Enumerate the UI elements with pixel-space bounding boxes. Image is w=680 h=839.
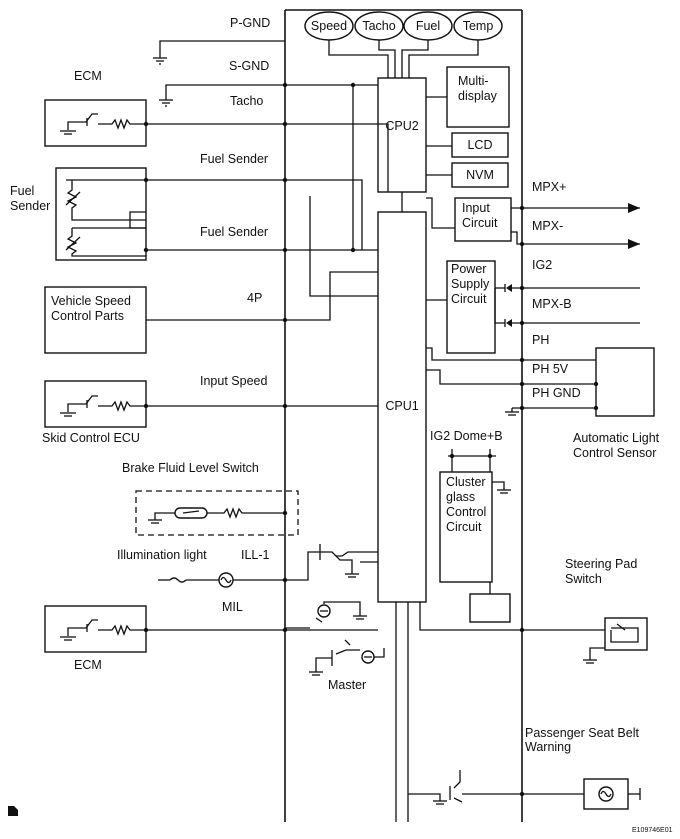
nvm-block: NVM <box>451 162 509 188</box>
ph-label: PH <box>532 333 549 347</box>
fuel-sender-box <box>55 167 147 261</box>
gauge-speed: Speed <box>304 11 354 41</box>
svg-text:Circuit: Circuit <box>462 216 498 230</box>
ig2-dome-feed <box>448 449 511 494</box>
signal-p-gnd: P-GND <box>230 16 270 30</box>
ecm-bottom-box <box>44 605 147 653</box>
illumination-label: Illumination light <box>117 548 207 562</box>
cpu2-block: CPU2 <box>377 77 427 193</box>
signal-fuel-sender-a: Fuel Sender <box>200 152 268 166</box>
signal-fuel-sender-b: Fuel Sender <box>200 225 268 239</box>
ph-lines <box>426 347 599 416</box>
mpx-b-feed <box>494 288 640 327</box>
ph-5v-label: PH 5V <box>532 362 569 376</box>
svg-text:Circuit: Circuit <box>451 292 487 306</box>
fuel-sender-label-2: Sender <box>10 199 50 213</box>
svg-text:CPU1: CPU1 <box>385 399 418 413</box>
svg-text:Temp: Temp <box>463 19 494 33</box>
gauge-leads <box>328 40 479 78</box>
lcd-block: LCD <box>451 132 509 158</box>
svg-text:Fuel: Fuel <box>416 19 440 33</box>
svg-text:Control Parts: Control Parts <box>51 309 124 323</box>
brake-fluid-label: Brake Fluid Level Switch <box>122 461 259 475</box>
svg-text:display: display <box>458 89 498 103</box>
svg-text:Input: Input <box>462 201 490 215</box>
ig2-dome-label: IG2 Dome+B <box>430 429 503 443</box>
cpu1-block: CPU1 <box>377 211 427 603</box>
mil-indicator <box>285 601 367 629</box>
cpu1-bottom-leads <box>395 602 522 822</box>
mpx-b-label: MPX-B <box>532 297 572 311</box>
svg-text:Power: Power <box>451 262 486 276</box>
cpu2-peripheral-links <box>426 96 452 176</box>
passenger-seat-belt-circuit <box>408 770 641 810</box>
ecm-top-label: ECM <box>74 69 102 83</box>
skid-control-label: Skid Control ECU <box>42 431 140 445</box>
signal-4p: 4P <box>247 291 262 305</box>
ig2-feed <box>495 284 640 292</box>
svg-text:Multi-: Multi- <box>458 74 489 88</box>
passenger-seat-belt-label-1: Passenger Seat Belt <box>525 726 639 740</box>
fuel-sender-line-a <box>146 179 363 250</box>
mpx-plus-label: MPX+ <box>532 180 566 194</box>
auto-light-label-1: Automatic Light <box>573 431 660 445</box>
svg-text:Supply: Supply <box>451 277 490 291</box>
s-gnd-line <box>159 82 378 107</box>
multi-display-block: Multi- display <box>446 66 510 128</box>
p-gnd-line <box>153 40 285 65</box>
svg-text:glass: glass <box>446 490 475 504</box>
gauge-tacho: Tacho <box>354 11 404 41</box>
signal-s-gnd: S-GND <box>229 59 269 73</box>
book-icon <box>8 806 18 816</box>
combination-meter-outline <box>284 9 523 822</box>
steering-pad-switch <box>519 617 648 664</box>
ig2-label: IG2 <box>532 258 552 272</box>
mpx-minus-label: MPX- <box>532 219 563 233</box>
svg-text:Control: Control <box>446 505 486 519</box>
brake-fluid-switch-box <box>135 490 299 536</box>
signal-ill-1: ILL-1 <box>241 548 270 562</box>
svg-text:Circuit: Circuit <box>446 520 482 534</box>
steering-pad-label-1: Steering Pad <box>565 557 637 571</box>
cluster-glass-element <box>469 593 511 623</box>
master-warning-indicator <box>309 639 385 676</box>
vehicle-speed-control-box: Vehicle Speed Control Parts <box>44 286 147 354</box>
input-circuit-block: Input Circuit <box>454 197 512 242</box>
svg-text:Speed: Speed <box>311 19 347 33</box>
diagram-code: E109746E01 <box>632 827 673 834</box>
svg-text:Vehicle Speed: Vehicle Speed <box>51 294 131 308</box>
master-label: Master <box>328 678 366 692</box>
svg-text:Tacho: Tacho <box>362 19 395 33</box>
signal-mil: MIL <box>222 600 243 614</box>
auto-light-label-2: Control Sensor <box>573 446 656 460</box>
ecm-bottom-label: ECM <box>74 658 102 672</box>
mpx-plus-line <box>511 203 640 213</box>
svg-text:LCD: LCD <box>467 138 492 152</box>
svg-text:NVM: NVM <box>466 168 494 182</box>
signal-tacho: Tacho <box>230 94 263 108</box>
svg-text:Cluster: Cluster <box>446 475 486 489</box>
gauge-fuel: Fuel <box>403 11 453 41</box>
ecm-top-box <box>44 99 147 147</box>
illumination-light-circuit <box>158 544 378 588</box>
mpx-minus-line <box>511 231 640 249</box>
steering-pad-label-2: Switch <box>565 572 602 586</box>
svg-text:CPU2: CPU2 <box>385 119 418 133</box>
signal-input-speed: Input Speed <box>200 374 267 388</box>
tacho-line <box>146 123 389 192</box>
power-supply-block: Power Supply Circuit <box>446 260 496 354</box>
cluster-glass-control-block: Cluster glass Control Circuit <box>439 471 493 583</box>
skid-control-ecu-box <box>44 380 147 428</box>
passenger-seat-belt-label-2: Warning <box>525 740 571 754</box>
gauge-temp: Temp <box>453 11 503 41</box>
ph-gnd-label: PH GND <box>532 386 581 400</box>
automatic-light-sensor-box <box>595 347 655 417</box>
fuel-sender-label-1: Fuel <box>10 184 34 198</box>
